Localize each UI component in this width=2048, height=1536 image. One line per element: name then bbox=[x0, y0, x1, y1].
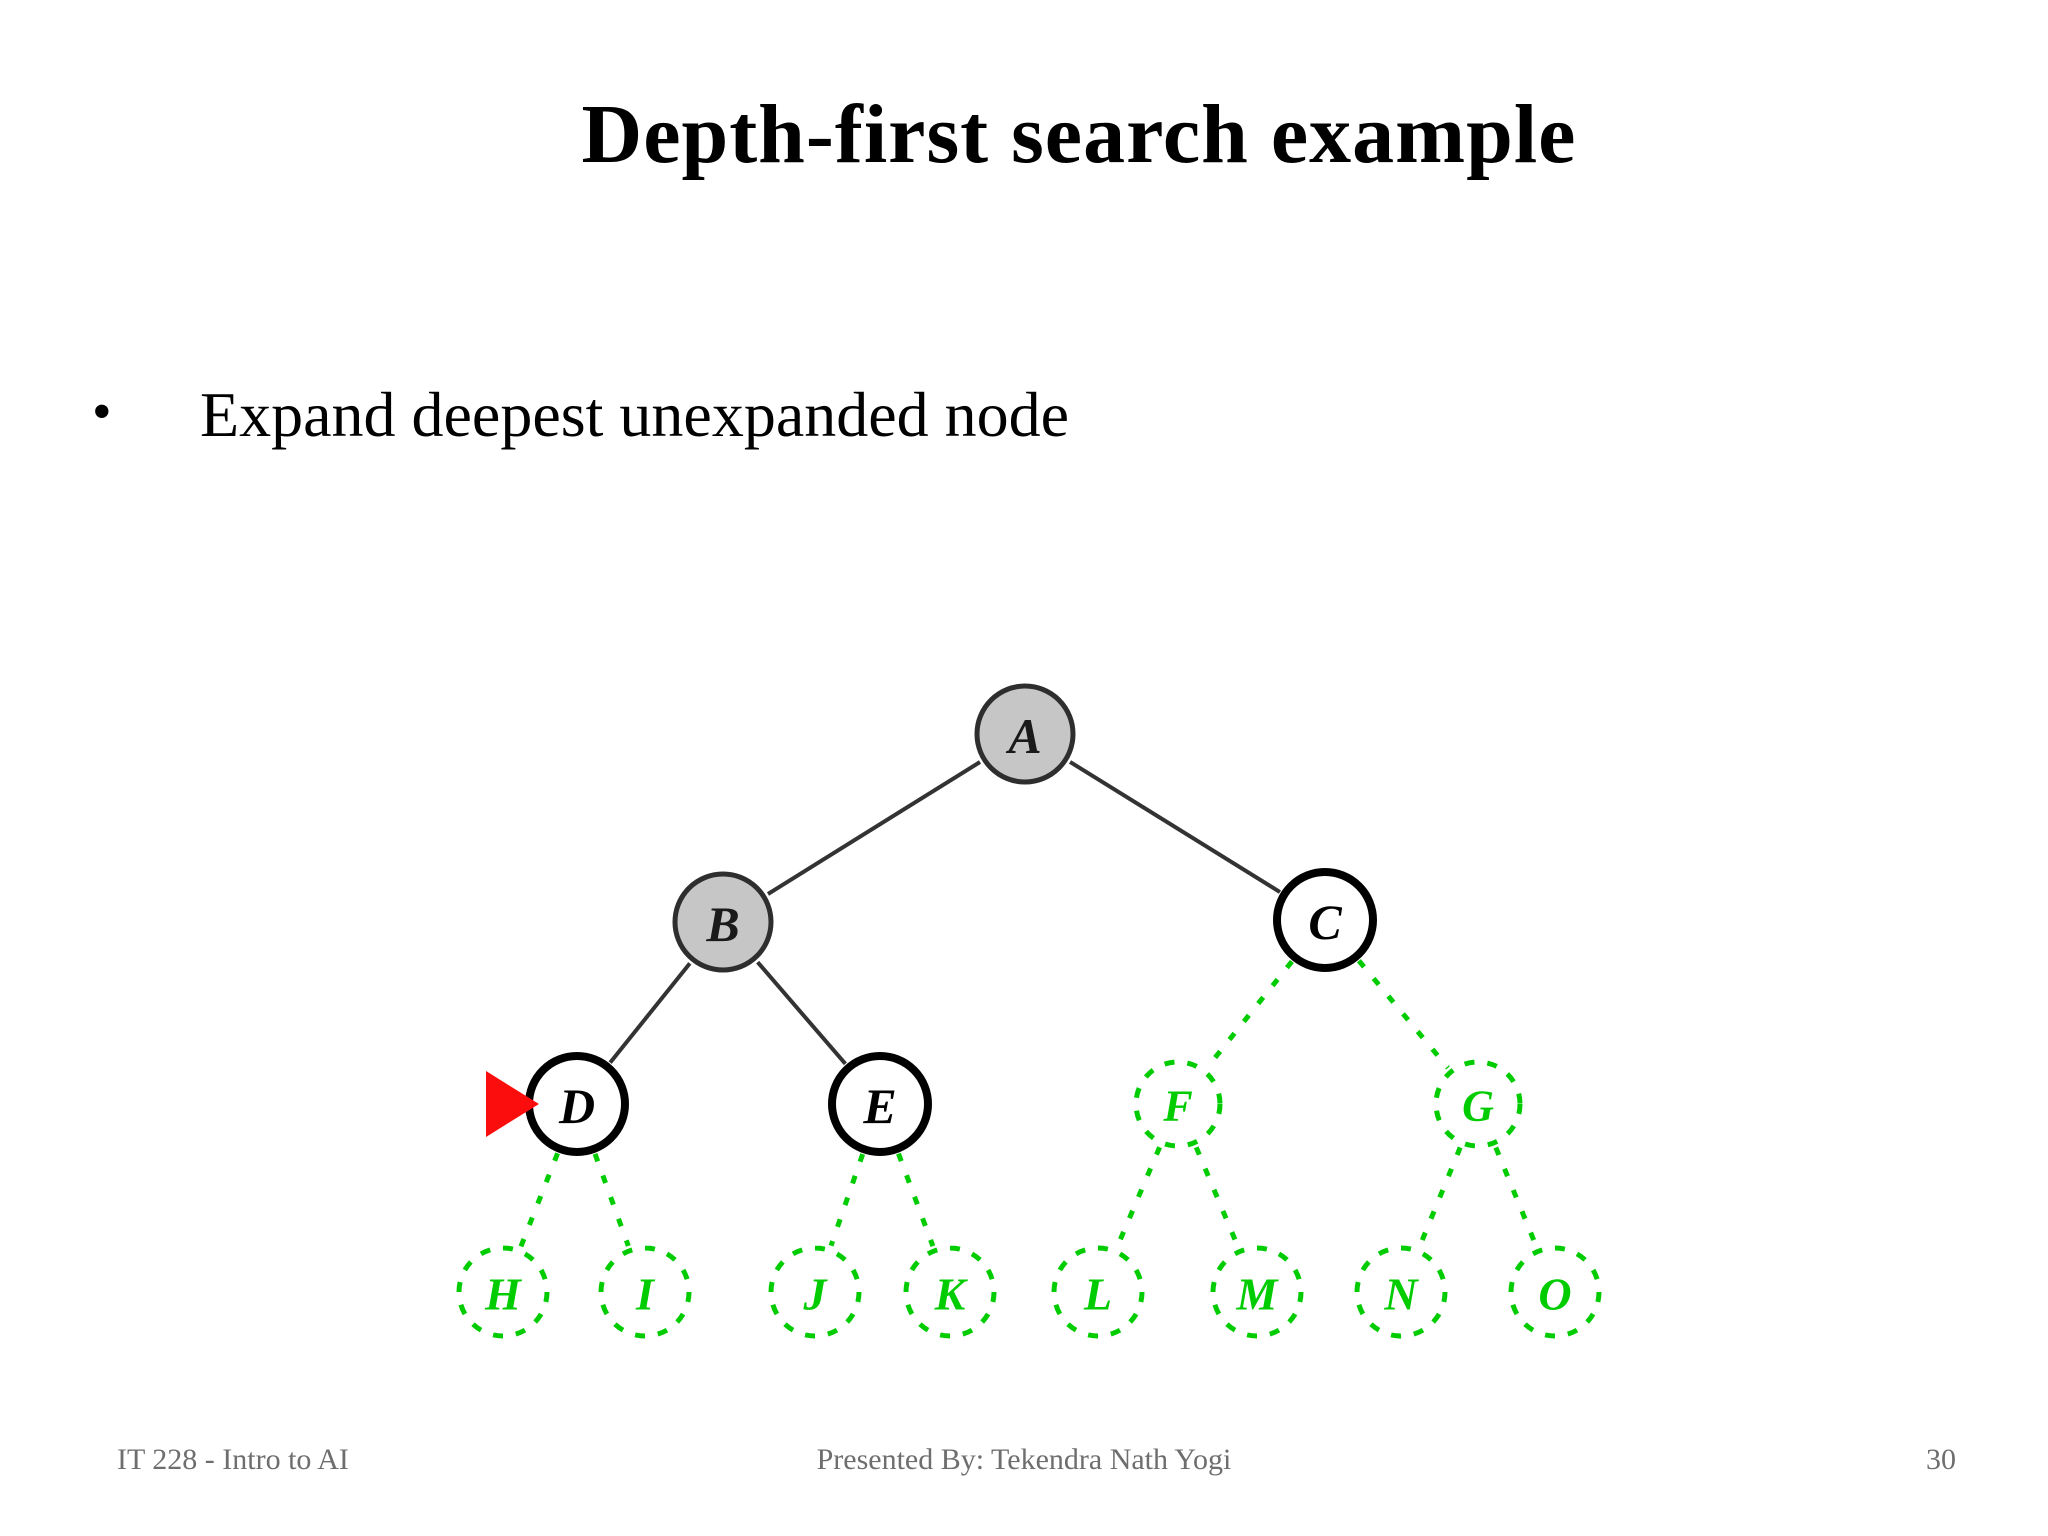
node-label-O: O bbox=[1538, 1269, 1571, 1320]
node-circle-G bbox=[1433, 1059, 1523, 1149]
node-circle-N bbox=[1354, 1245, 1448, 1339]
edge-B-E bbox=[756, 960, 847, 1066]
node-E: E bbox=[828, 1052, 932, 1156]
node-circle-H bbox=[456, 1245, 550, 1339]
edge-A-C bbox=[1068, 760, 1282, 894]
node-circle-I bbox=[598, 1245, 692, 1339]
edge-G-O bbox=[1493, 1146, 1539, 1248]
bullet-glyph: • bbox=[92, 381, 112, 443]
node-G: G bbox=[1433, 1059, 1523, 1149]
node-circle-B bbox=[672, 871, 774, 973]
page-title: Depth-first search example bbox=[581, 88, 1577, 181]
edge-A-B bbox=[766, 760, 982, 896]
edge-F-M bbox=[1193, 1146, 1241, 1248]
node-label-L: L bbox=[1083, 1269, 1112, 1320]
node-F: F bbox=[1133, 1059, 1223, 1149]
node-label-A: A bbox=[1005, 708, 1041, 764]
edge-C-G bbox=[1356, 959, 1450, 1070]
node-N: N bbox=[1354, 1245, 1448, 1339]
edge-D-I bbox=[592, 1152, 631, 1247]
edge-G-N bbox=[1417, 1146, 1463, 1248]
node-label-E: E bbox=[862, 1078, 896, 1134]
node-label-C: C bbox=[1308, 894, 1342, 950]
edge-D-H bbox=[518, 1152, 560, 1248]
node-circle-C bbox=[1273, 868, 1377, 972]
bullet-text: Expand deepest unexpanded node bbox=[200, 379, 1070, 450]
node-B: B bbox=[672, 871, 774, 973]
node-circle-F bbox=[1133, 1059, 1223, 1149]
node-label-K: K bbox=[934, 1269, 969, 1320]
node-circle-O bbox=[1508, 1245, 1602, 1339]
footer-page-number: 30 bbox=[1926, 1443, 1956, 1476]
node-circle-A bbox=[974, 683, 1076, 785]
node-label-D: D bbox=[558, 1078, 595, 1134]
node-circle-E bbox=[828, 1052, 932, 1156]
node-A: A bbox=[974, 683, 1076, 785]
node-J: J bbox=[768, 1245, 862, 1339]
node-O: O bbox=[1508, 1245, 1602, 1339]
node-label-I: I bbox=[635, 1269, 656, 1320]
node-label-J: J bbox=[803, 1269, 829, 1320]
footer-course: IT 228 - Intro to AI bbox=[117, 1443, 349, 1476]
node-circle-L bbox=[1051, 1245, 1145, 1339]
edge-B-D bbox=[608, 962, 692, 1064]
node-label-F: F bbox=[1162, 1082, 1192, 1131]
edge-F-L bbox=[1114, 1146, 1162, 1248]
node-label-M: M bbox=[1236, 1269, 1280, 1320]
node-I: I bbox=[598, 1245, 692, 1339]
edge-C-F bbox=[1205, 959, 1294, 1069]
node-circle-M bbox=[1210, 1245, 1304, 1339]
edge-E-K bbox=[896, 1152, 936, 1247]
node-D: D bbox=[525, 1052, 629, 1156]
footer-presenter: Presented By: Tekendra Nath Yogi bbox=[816, 1443, 1232, 1476]
node-circle-K bbox=[903, 1245, 997, 1339]
node-label-H: H bbox=[484, 1269, 522, 1320]
node-M: M bbox=[1210, 1245, 1304, 1339]
node-label-N: N bbox=[1383, 1269, 1419, 1320]
node-label-B: B bbox=[705, 896, 739, 952]
node-K: K bbox=[903, 1245, 997, 1339]
node-C: C bbox=[1273, 868, 1377, 972]
edge-E-J bbox=[828, 1153, 866, 1247]
node-H: H bbox=[456, 1245, 550, 1339]
node-label-G: G bbox=[1462, 1082, 1494, 1131]
current-node-arrow-icon bbox=[486, 1071, 539, 1137]
node-circle-J bbox=[768, 1245, 862, 1339]
node-L: L bbox=[1051, 1245, 1145, 1339]
